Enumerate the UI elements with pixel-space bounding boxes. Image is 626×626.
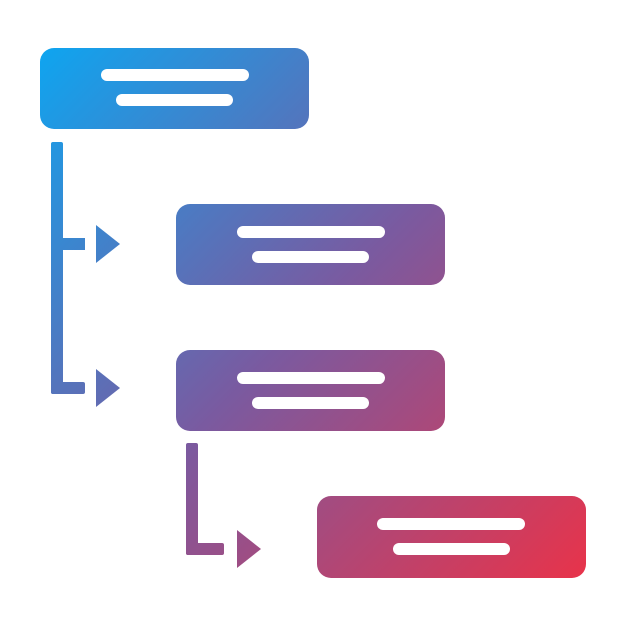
connector-root-trunk <box>51 142 63 394</box>
connector-child-2-trunk <box>186 443 198 555</box>
arrow-child-2-icon <box>96 369 120 407</box>
connector-grandchild-branch <box>186 543 224 555</box>
node-child-1 <box>176 204 445 285</box>
node-child-1-line-2 <box>252 251 369 263</box>
node-grandchild-1 <box>317 496 586 578</box>
connector-child-1-branch <box>51 238 85 250</box>
node-child-2-line-1 <box>237 372 385 384</box>
node-child-2-line-2 <box>252 397 369 409</box>
node-root-line-2 <box>116 94 233 106</box>
node-child-1-line-1 <box>237 226 385 238</box>
arrow-grandchild-1-icon <box>237 530 261 568</box>
node-grandchild-1-box <box>317 496 586 578</box>
node-grandchild-1-line-2 <box>393 543 510 555</box>
node-child-2-box <box>176 350 445 431</box>
node-root-line-1 <box>101 69 249 81</box>
node-root <box>40 48 309 129</box>
node-child-1-box <box>176 204 445 285</box>
node-grandchild-1-line-1 <box>377 518 525 530</box>
node-root-box <box>40 48 309 129</box>
connector-child-2-branch <box>51 382 85 394</box>
node-child-2 <box>176 350 445 431</box>
arrow-child-1-icon <box>96 225 120 263</box>
connectors <box>51 142 261 568</box>
